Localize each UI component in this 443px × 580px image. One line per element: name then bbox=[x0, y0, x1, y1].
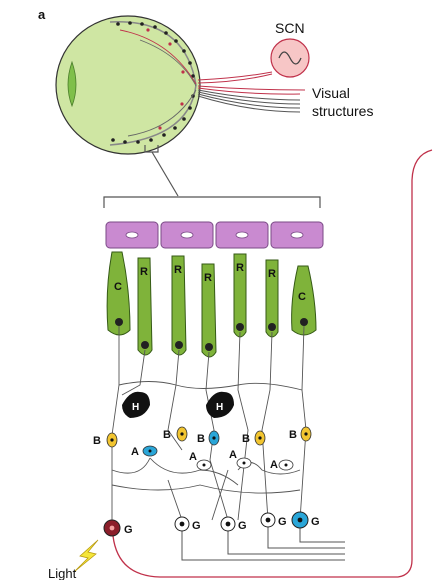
svg-text:G: G bbox=[311, 516, 320, 528]
visual-structures-label-line1: Visual bbox=[312, 85, 350, 101]
amacrine-nuclei bbox=[149, 450, 288, 467]
svg-text:H: H bbox=[132, 402, 139, 413]
bipolar-cells bbox=[107, 427, 311, 447]
visual-structures-label-line2: structures bbox=[312, 103, 373, 119]
svg-text:H: H bbox=[216, 402, 223, 413]
svg-text:R: R bbox=[140, 266, 148, 278]
axon-bundle bbox=[182, 526, 345, 560]
bipolar-letters: B B B B B bbox=[93, 429, 297, 447]
svg-text:A: A bbox=[131, 446, 139, 458]
svg-text:C: C bbox=[114, 281, 122, 293]
svg-text:R: R bbox=[174, 264, 182, 276]
eyeball bbox=[56, 16, 200, 154]
svg-text:B: B bbox=[163, 429, 171, 441]
svg-text:R: R bbox=[204, 272, 212, 284]
melanopsin-pathway-line bbox=[113, 150, 432, 577]
eyeball-globe bbox=[56, 16, 200, 154]
optic-nerve-fibres bbox=[198, 72, 305, 112]
svg-text:G: G bbox=[192, 520, 201, 532]
zoom-bracket bbox=[104, 145, 320, 208]
horizontal-cells: H H bbox=[122, 392, 234, 418]
svg-text:G: G bbox=[278, 516, 287, 528]
svg-text:B: B bbox=[289, 429, 297, 441]
svg-text:C: C bbox=[298, 291, 306, 303]
light-bolt-icon bbox=[74, 540, 98, 572]
svg-text:B: B bbox=[242, 433, 250, 445]
photoreceptors bbox=[107, 252, 316, 357]
rpe-layer bbox=[106, 222, 323, 248]
svg-text:B: B bbox=[197, 433, 205, 445]
svg-text:R: R bbox=[268, 268, 276, 280]
svg-text:G: G bbox=[238, 520, 247, 532]
light-label: Light bbox=[48, 566, 77, 580]
svg-text:B: B bbox=[93, 435, 101, 447]
scn-label: SCN bbox=[275, 20, 305, 36]
scn: SCN bbox=[271, 20, 309, 77]
svg-text:A: A bbox=[270, 459, 278, 471]
panel-label: a bbox=[38, 7, 46, 22]
svg-text:G: G bbox=[124, 524, 133, 536]
svg-text:R: R bbox=[236, 262, 244, 274]
svg-text:A: A bbox=[229, 449, 237, 461]
svg-text:A: A bbox=[189, 451, 197, 463]
retinal-wiring bbox=[112, 326, 306, 520]
